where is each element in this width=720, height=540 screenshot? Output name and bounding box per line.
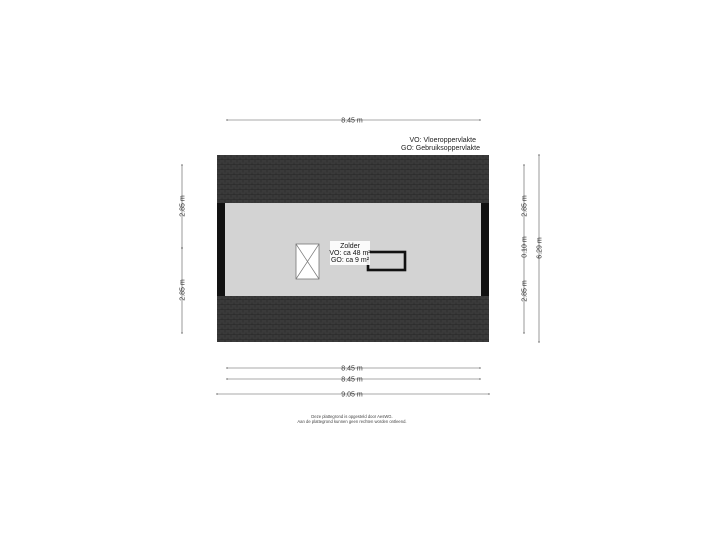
dimension-bottom-outer: 8.45 m [226, 377, 481, 384]
dimension-bottom-total: 9.05 m [216, 392, 490, 399]
left-gable-wall [217, 203, 225, 296]
roof-top-tiles [217, 155, 489, 203]
dimension-left-lower: 2.85 m [180, 247, 187, 334]
dimension-label-left-lower: 2.85 m [180, 279, 187, 301]
dimension-label-right-upper: 2.85 m [522, 195, 529, 217]
dimension-label-right-middle: 0.10 m [522, 236, 529, 258]
dimension-bottom-inner: 8.45 m [226, 366, 481, 373]
legend-vo: VO: Vloeroppervlakte [409, 137, 476, 144]
skylight [295, 243, 320, 280]
dimension-label-top-width: 8.45 m [341, 118, 363, 125]
dimension-right-upper: 2.85 m [522, 164, 529, 246]
dimension-right-middle: 0.10 m [522, 236, 529, 258]
dimension-right-lower: 2.85 m [522, 249, 529, 334]
dimension-label-right-lower: 2.85 m [522, 280, 529, 302]
dimension-top-width: 8.45 m [226, 118, 481, 125]
room-go: GO: ca 9 m² [331, 257, 370, 264]
dimension-label-bottom-total: 9.05 m [341, 392, 363, 399]
disclaimer-line-1: Deze plattegrond is opgesteld door AesWG… [311, 414, 392, 419]
dimension-label-bottom-outer: 8.45 m [341, 377, 363, 384]
dimension-label-left-upper: 2.85 m [180, 195, 187, 217]
room-name: Zolder [340, 243, 361, 250]
roof-bottom-tiles [217, 296, 489, 342]
dimension-label-right-total: 6.29 m [537, 237, 544, 259]
room-label: Zolder VO: ca 48 m² GO: ca 9 m² [329, 241, 371, 265]
dimension-right-total: 6.29 m [537, 154, 544, 343]
legend-go: GO: Gebruiksoppervlakte [401, 145, 480, 152]
right-gable-wall [481, 203, 489, 296]
room-vo: VO: ca 48 m² [329, 250, 371, 257]
dimension-label-bottom-inner: 8.45 m [341, 366, 363, 373]
disclaimer-line-2: Aan de plattegrond kunnen geen rechten w… [297, 419, 406, 424]
dimension-left-upper: 2.85 m [180, 164, 187, 249]
